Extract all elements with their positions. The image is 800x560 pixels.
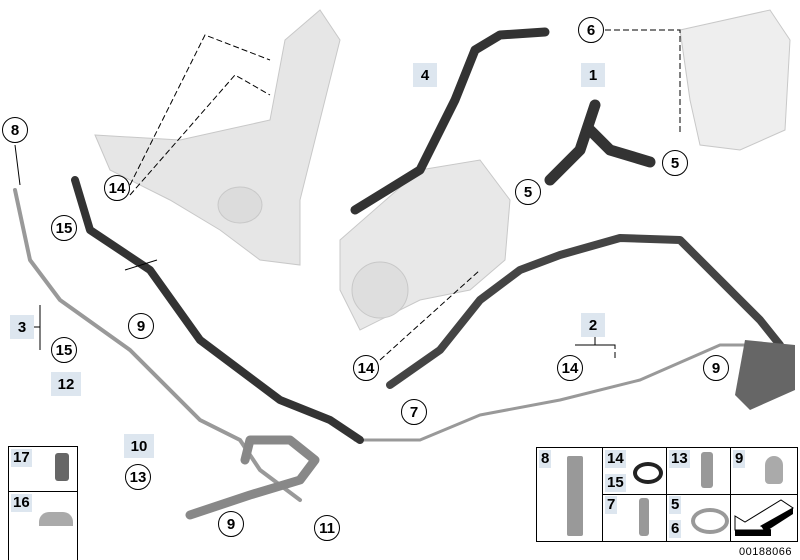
label-15[interactable]: 15 bbox=[51, 215, 77, 241]
label-9[interactable]: 9 bbox=[128, 313, 154, 339]
hose-1 bbox=[544, 99, 656, 186]
steering-gear bbox=[94, 9, 341, 266]
label-15[interactable]: 15 bbox=[51, 337, 77, 363]
label-3[interactable]: 3 bbox=[10, 315, 34, 339]
power-steering-pump bbox=[339, 159, 511, 331]
screw-icon bbox=[639, 498, 649, 536]
label-12[interactable]: 12 bbox=[51, 372, 81, 396]
legend-number: 13 bbox=[669, 450, 690, 468]
label-6[interactable]: 6 bbox=[578, 17, 604, 43]
legend-cell-14-15[interactable]: 14 15 bbox=[603, 448, 667, 495]
reservoir bbox=[679, 9, 791, 151]
label-8[interactable]: 8 bbox=[2, 117, 28, 143]
screw-icon bbox=[701, 452, 713, 488]
bracket-9 bbox=[735, 340, 795, 410]
legend-cell-7[interactable]: 7 bbox=[603, 494, 667, 541]
label-9[interactable]: 9 bbox=[218, 511, 244, 537]
diagram-id: 00188066 bbox=[739, 546, 792, 558]
label-9[interactable]: 9 bbox=[703, 355, 729, 381]
label-4[interactable]: 4 bbox=[413, 63, 437, 87]
legend-number: 8 bbox=[539, 450, 552, 468]
legend-number: 15 bbox=[605, 474, 626, 492]
hose-lower bbox=[185, 435, 320, 520]
hex-bolt-icon bbox=[567, 456, 583, 536]
legend-number: 5 bbox=[669, 496, 682, 514]
legend-number: 7 bbox=[605, 496, 618, 514]
legend-right: 8 14 15 7 13 5 6 9 bbox=[536, 447, 798, 542]
legend-number: 9 bbox=[733, 450, 746, 468]
label-5[interactable]: 5 bbox=[662, 150, 688, 176]
rubber-mount-icon bbox=[55, 453, 69, 481]
legend-left: 17 16 bbox=[8, 446, 78, 560]
screw-icon bbox=[765, 456, 783, 484]
hose-4 bbox=[350, 27, 550, 215]
label-13[interactable]: 13 bbox=[125, 464, 151, 490]
arrow-icon bbox=[734, 499, 794, 536]
label-2[interactable]: 2 bbox=[581, 313, 605, 337]
label-5[interactable]: 5 bbox=[515, 179, 541, 205]
legend-number: 6 bbox=[669, 520, 682, 538]
legend-cell-arrow bbox=[731, 494, 797, 541]
hose-2 bbox=[386, 234, 784, 389]
line-3 bbox=[13, 188, 302, 502]
hose-clamp-icon bbox=[691, 508, 729, 534]
legend-cell-13[interactable]: 13 bbox=[667, 448, 731, 495]
legend-number: 16 bbox=[11, 494, 32, 512]
legend-number: 17 bbox=[11, 449, 32, 467]
legend-cell-5-6[interactable]: 5 6 bbox=[667, 494, 731, 541]
o-ring-icon bbox=[633, 462, 663, 484]
label-10[interactable]: 10 bbox=[124, 434, 154, 458]
label-7[interactable]: 7 bbox=[401, 399, 427, 425]
legend-number: 14 bbox=[605, 450, 626, 468]
brackets bbox=[14, 144, 615, 350]
legend-cell-16[interactable]: 16 bbox=[9, 492, 77, 552]
label-1[interactable]: 1 bbox=[581, 63, 605, 87]
label-14[interactable]: 14 bbox=[557, 355, 583, 381]
label-14[interactable]: 14 bbox=[353, 355, 379, 381]
line-2 bbox=[353, 343, 782, 442]
clamp-icon bbox=[39, 512, 73, 526]
label-11[interactable]: 11 bbox=[314, 515, 340, 541]
label-14[interactable]: 14 bbox=[104, 175, 130, 201]
legend-cell-9[interactable]: 9 bbox=[731, 448, 797, 495]
legend-cell-8[interactable]: 8 bbox=[537, 448, 603, 541]
legend-cell-17[interactable]: 17 bbox=[9, 447, 77, 492]
hose-15 bbox=[71, 176, 364, 444]
